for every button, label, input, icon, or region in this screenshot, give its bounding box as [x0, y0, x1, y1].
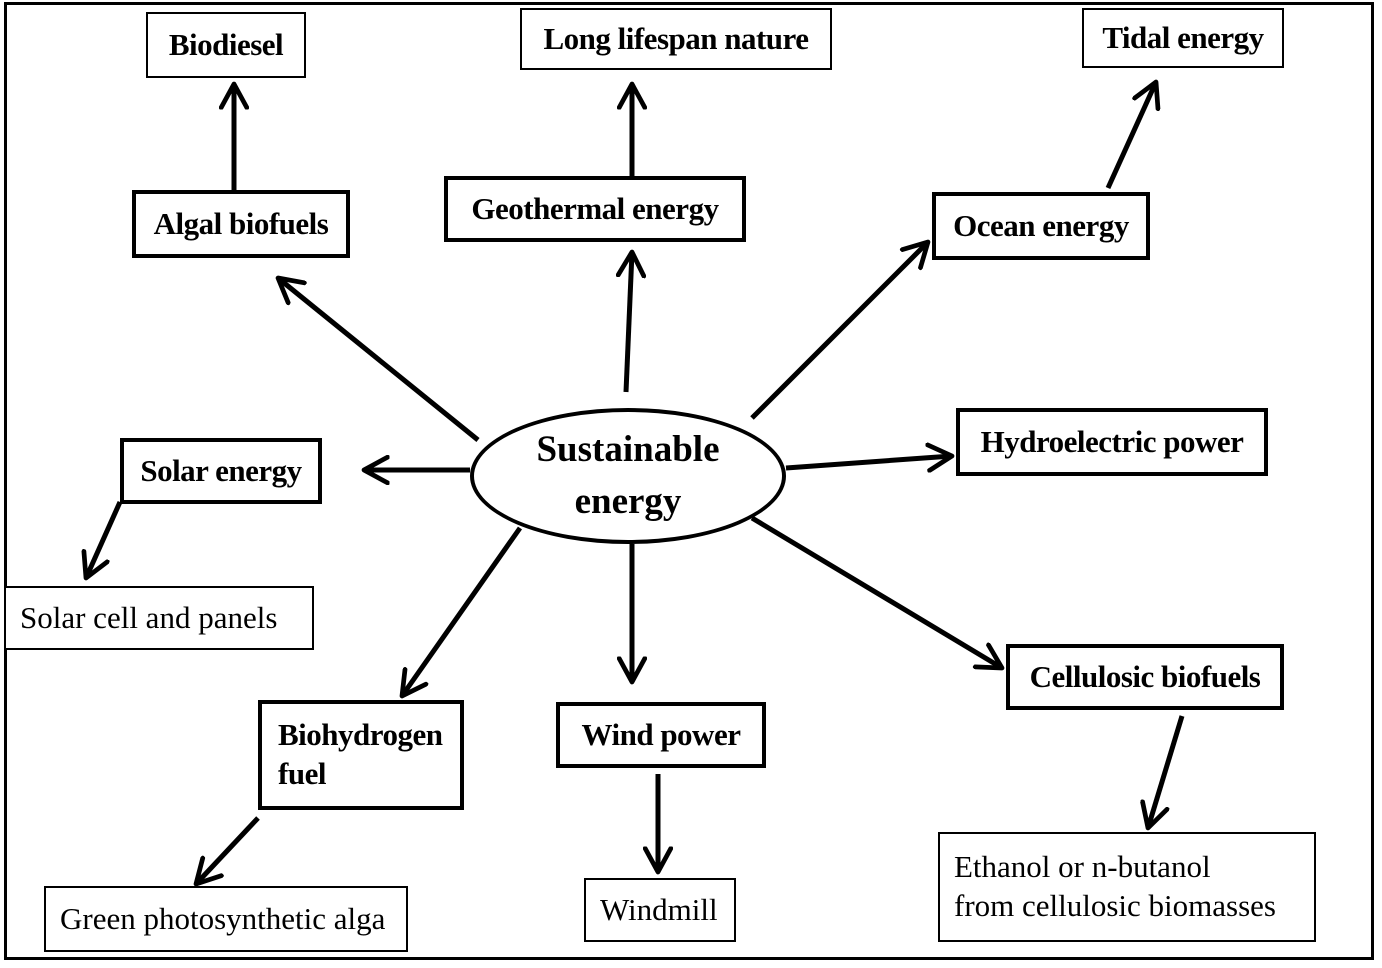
node-algal-biofuels: Algal biofuels: [132, 190, 350, 258]
node-tidal-energy: Tidal energy: [1082, 8, 1284, 68]
node-green-photosynthetic-alga: Green photosynthetic alga: [44, 886, 408, 952]
node-wind-power: Wind power: [556, 702, 766, 768]
node-solar-energy: Solar energy: [120, 438, 322, 504]
node-windmill: Windmill: [584, 878, 736, 942]
node-ethanol-or-n-butanol: Ethanol or n-butanol from cellulosic bio…: [938, 832, 1316, 942]
node-geothermal-energy: Geothermal energy: [444, 176, 746, 242]
node-biohydrogen-fuel: Biohydrogen fuel: [258, 700, 464, 810]
node-biodiesel: Biodiesel: [146, 12, 306, 78]
node-ocean-energy: Ocean energy: [932, 192, 1150, 260]
node-long-lifespan-nature: Long lifespan nature: [520, 8, 832, 70]
node-solar-cell-and-panels: Solar cell and panels: [4, 586, 314, 650]
center-node-sustainable-energy: Sustainable energy: [470, 408, 786, 544]
node-cellulosic-biofuels: Cellulosic biofuels: [1006, 644, 1284, 710]
node-hydroelectric-power: Hydroelectric power: [956, 408, 1268, 476]
